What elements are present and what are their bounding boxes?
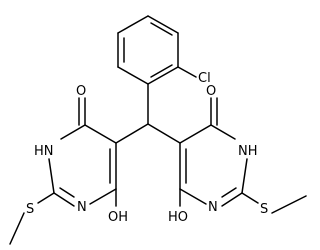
atom-label-n-right: N [208,200,218,215]
atom-label-n-left: N [77,200,87,215]
atom-label-cl: Cl [198,71,211,86]
atom-label-nh-left: HN [34,144,54,159]
bond-methine-right [147,123,181,144]
benzene-ring [117,15,179,85]
atom-label-s-left: S [26,202,34,217]
bond-methine-left [115,123,149,144]
left-pyrimidine-ring [9,97,117,245]
atom-label-o-left: O [76,84,86,99]
atom-label-oh-right: HO [168,210,188,225]
atom-label-oh-left: OH [108,210,128,225]
atom-label-nh-right: NH [238,144,258,159]
atom-label-o-right: O [206,84,216,99]
bond-c-cl [177,66,197,78]
right-pyrimidine-ring [179,97,307,214]
atom-label-s-right: S [260,202,268,217]
